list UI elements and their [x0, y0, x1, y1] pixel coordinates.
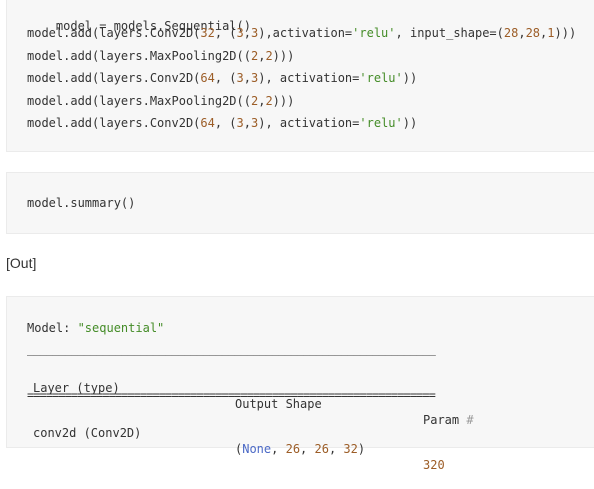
code-number: 3 [251, 116, 259, 130]
code-number: 3 [251, 71, 259, 85]
equals-rule: ========================================… [27, 388, 436, 402]
summary-code-cell[interactable]: model.summary() [6, 172, 594, 234]
model-label: Model: [27, 321, 78, 335]
shape-dim: 32 [343, 442, 358, 456]
paren-close: ) [357, 442, 366, 456]
code-number: 28 [503, 26, 519, 40]
header-output-shape: Output Shape [235, 397, 322, 411]
code-number: 3 [236, 71, 244, 85]
shape-sep: , [328, 442, 344, 456]
code-line-2: model.add(layers.Conv2D(32, (3,3),activa… [27, 26, 577, 40]
underscore-rule: ________________________________________… [27, 342, 436, 356]
code-number: 3 [236, 26, 244, 40]
row-layer: conv2d (Conv2D) [33, 426, 142, 440]
code-number: 64 [200, 71, 215, 85]
header-param: Param # [423, 412, 474, 428]
summary-code-line: model.summary() [27, 196, 136, 210]
output-label: [Out] [6, 255, 37, 271]
shape-dim: 26 [285, 442, 301, 456]
code-line-6: model.add(layers.Conv2D(64, (3,3), activ… [27, 116, 418, 130]
code-text: model = models.Sequential() [55, 19, 251, 33]
model-name-line: Model: "sequential" [27, 320, 164, 336]
code-line-4: model.add(layers.Conv2D(64, (3,3), activ… [27, 71, 418, 85]
header-layer-type: Layer (type) [33, 381, 120, 395]
shape-sep: , [271, 442, 286, 456]
code-string: 'relu' [352, 26, 396, 40]
code-line-1: model = models.Sequential() [27, 2, 251, 50]
output-cell: Model: "sequential" ____________________… [6, 296, 594, 472]
code-number: 1 [547, 26, 555, 40]
code-number: 2 [250, 94, 259, 108]
code-text: model.add(layers.Conv2D( [27, 26, 201, 40]
code-cell[interactable]: model = models.Sequential() model.add(la… [6, 0, 594, 152]
code-number: 64 [200, 116, 215, 130]
shape-none: None [242, 442, 272, 456]
code-number: 2 [250, 49, 259, 63]
code-line-3: model.add(layers.MaxPooling2D((2,2))) [27, 49, 295, 63]
code-number: 28 [525, 26, 541, 40]
code-number: 3 [251, 26, 259, 40]
code-string: 'relu' [359, 116, 403, 130]
code-string: 'relu' [359, 71, 403, 85]
row-param: 320 [423, 458, 445, 472]
header-row: Layer (type) Output Shape Param # [33, 364, 533, 444]
shape-dim: 26 [314, 442, 329, 456]
shape-sep: , [300, 442, 315, 456]
code-number: 32 [200, 26, 215, 40]
model-name: "sequential" [77, 321, 165, 335]
header-param-hash: # [466, 413, 474, 427]
header-param-label: Param [423, 413, 460, 427]
table-row: conv2d (Conv2D) (None, 26, 26, 32) 320 [33, 409, 533, 489]
code-line-5: model.add(layers.MaxPooling2D((2,2))) [27, 94, 295, 108]
code-number: 2 [265, 49, 273, 63]
row-output-shape: (None, 26, 26, 32) [235, 441, 365, 457]
code-number: 3 [236, 116, 244, 130]
code-number: 2 [265, 94, 273, 108]
